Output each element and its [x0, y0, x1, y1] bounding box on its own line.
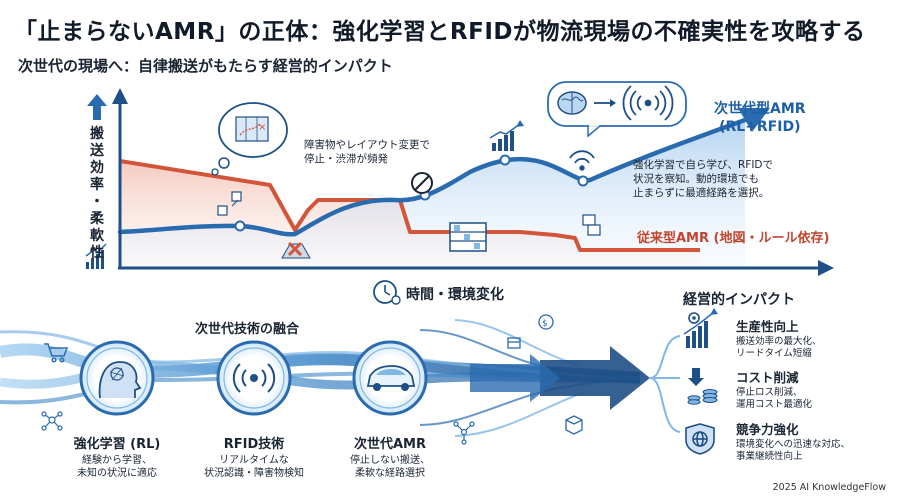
new-amr-note-line: 状況を察知。動的環境でも: [633, 173, 759, 185]
impact-item-desc: 環境変化への迅速な対応、 事業継続性向上: [736, 439, 850, 463]
y-axis-label-char: 効: [90, 160, 104, 176]
amr-node-desc: 停止しない搬送、 柔軟な経路選択: [330, 454, 450, 480]
page-subtitle: 次世代の現場へ：自律搬送がもたらす経営的インパクト: [18, 57, 393, 75]
y-axis-label: 搬 送 効 率 ・ 柔 軟 性: [87, 126, 107, 262]
amr-node-desc-line: 停止しない搬送、: [350, 455, 430, 466]
map-thought-bubble-icon: ×: [211, 102, 288, 176]
amr-node-desc-line: 柔軟な経路選択: [355, 468, 425, 479]
y-axis-label-char: 柔: [90, 211, 104, 227]
stacked-box-icon: [582, 214, 601, 236]
up-arrow-icon: [87, 94, 107, 120]
technology-fusion-flow: $: [0, 308, 718, 455]
impact-item-title: コスト削減: [736, 370, 799, 385]
svg-text:$: $: [542, 319, 548, 329]
warehouse-shelf-icon: [449, 222, 487, 252]
fusion-arrow-mid: [470, 354, 560, 402]
performance-chart: ×: [85, 81, 834, 305]
impact-desc-line: 運用コスト最適化: [736, 399, 813, 410]
rl-node-desc: 経験から学習、 未知の状況に適応: [57, 454, 177, 480]
rfid-node-title: RFID技術: [223, 437, 285, 452]
globe-shield-icon: [685, 423, 715, 455]
impact-desc-line: 停止ロス削減、: [736, 387, 803, 398]
hierarchy-icon: [453, 421, 475, 445]
rl-node-title: 強化学習 (RL): [73, 437, 161, 452]
rfid-node-desc-line: 状況認識・障害物検知: [204, 468, 304, 479]
impact-item-title: 生産性向上: [736, 319, 799, 334]
rfid-signal-icon: [622, 85, 674, 121]
shopping-cart-icon: [44, 343, 69, 363]
x-axis-arrowhead: [818, 260, 834, 276]
flow-stream: [454, 391, 586, 437]
impact-desc-line: 環境変化への迅速な対応、: [736, 439, 851, 450]
impact-desc-line: リードタイム短縮: [736, 348, 812, 359]
new-amr-note: 強化学習で自ら学び、RFIDで 状況を察知。動的環境でも 止まらずに最適経路を選…: [633, 158, 773, 200]
y-axis-label-char: 軟: [90, 228, 104, 244]
rfid-node-desc-line: リアルタイムな: [219, 455, 289, 466]
new-line-dot: [577, 175, 589, 187]
package-boxes-icon: [217, 191, 242, 216]
y-axis-arrowhead: [112, 88, 128, 104]
impact-item-desc: 搬送効率の最大化、 リードタイム短縮: [736, 336, 822, 360]
rfid-node-desc: リアルタイムな 状況認識・障害物検知: [189, 454, 319, 480]
new-amr-label-line: 次世代型AMR: [714, 101, 806, 117]
page-title: 「止まらないAMR」の正体：強化学習とRFIDが物流現場の不確実性を攻略する: [14, 19, 866, 45]
new-amr-note-line: 強化学習で自ら学び、RFIDで: [633, 159, 774, 171]
old-amr-label: 従来型AMR (地図・ルール依存): [637, 231, 830, 246]
old-amr-line: [119, 159, 700, 252]
obstacle-note: 障害物やレイアウト変更で 停止・渋滞が頻発: [304, 138, 430, 166]
y-axis-label-char: 率: [90, 177, 104, 193]
impact-title: 経営的インパクト: [683, 292, 795, 308]
impact-item-cost: コスト削減 停止ロス削減、 運用コスト最適化: [736, 367, 812, 411]
impact-item-desc: 停止ロス削減、 運用コスト最適化: [736, 387, 812, 411]
y-axis-label-char: 搬: [90, 126, 104, 142]
bar-chart-icon: [85, 243, 107, 269]
impact-desc-line: 搬送効率の最大化、: [736, 336, 822, 347]
network-node-icon: [41, 411, 63, 431]
new-line-dot: [234, 220, 246, 232]
obstacle-note-line: 停止・渋滞が頻発: [304, 153, 388, 165]
growth-chart-icon: [489, 120, 524, 151]
rl-node-label: 強化学習 (RL) 経験から学習、 未知の状況に適応: [57, 433, 177, 480]
fusion-title: 次世代技術の融合: [195, 322, 300, 337]
brain-icon: [557, 91, 587, 115]
fusion-big-arrow: [540, 346, 650, 410]
footer-credit: 2025 AI KnowledgeFlow: [772, 482, 886, 493]
y-axis-label-char: 性: [90, 245, 104, 261]
svg-text:×: ×: [258, 122, 266, 133]
obstacle-x-icon: [281, 241, 311, 259]
clock-gear-icon: [373, 280, 401, 305]
impact-item-competitiveness: 競争力強化 環境変化への迅速な対応、 事業継続性向上: [736, 419, 850, 463]
new-line-dot: [499, 154, 511, 166]
box-icon: [507, 337, 521, 349]
productivity-gear-chart-icon: [683, 308, 718, 348]
amr-vehicle-icon: [366, 365, 416, 391]
impact-branch-line: [649, 335, 681, 379]
rfid-waves-icon: [232, 363, 276, 393]
ai-head-icon: [98, 361, 142, 399]
y-axis-label-char: ・: [90, 194, 104, 210]
prohibition-sign-icon: [411, 172, 433, 194]
amr-node-title: 次世代AMR: [353, 437, 426, 452]
rl-node-desc-line: 経験から学習、: [82, 455, 152, 466]
y-axis-label-char: 送: [90, 143, 104, 159]
money-bag-icon: $: [538, 314, 554, 330]
amr-node-label: 次世代AMR 停止しない搬送、 柔軟な経路選択: [330, 433, 450, 480]
new-amr-note-line: 止まらずに最適経路を選択。: [633, 187, 770, 199]
x-axis-label: 時間・環境変化: [406, 287, 504, 303]
impact-branch-line: [649, 377, 681, 433]
obstacle-note-line: 障害物やレイアウト変更で: [304, 139, 430, 151]
impact-item-title: 競争力強化: [736, 422, 799, 437]
package-icon: [565, 415, 583, 435]
brain-rfid-speech-bubble: [547, 81, 687, 138]
impact-desc-line: 事業継続性向上: [736, 451, 803, 462]
new-amr-label-line: (RL+RFID): [719, 119, 801, 135]
impact-item-productivity: 生産性向上 搬送効率の最大化、 リードタイム短縮: [736, 316, 822, 360]
cost-down-coins-icon: [687, 368, 718, 405]
rfid-node-label: RFID技術 リアルタイムな 状況認識・障害物検知: [189, 433, 319, 480]
wifi-signal-icon: [569, 150, 595, 171]
new-amr-label: 次世代型AMR (RL+RFID): [714, 100, 806, 136]
new-amr-arrowhead: [738, 108, 770, 132]
rl-node-desc-line: 未知の状況に適応: [77, 468, 157, 479]
arrow-right-icon: [594, 99, 616, 107]
